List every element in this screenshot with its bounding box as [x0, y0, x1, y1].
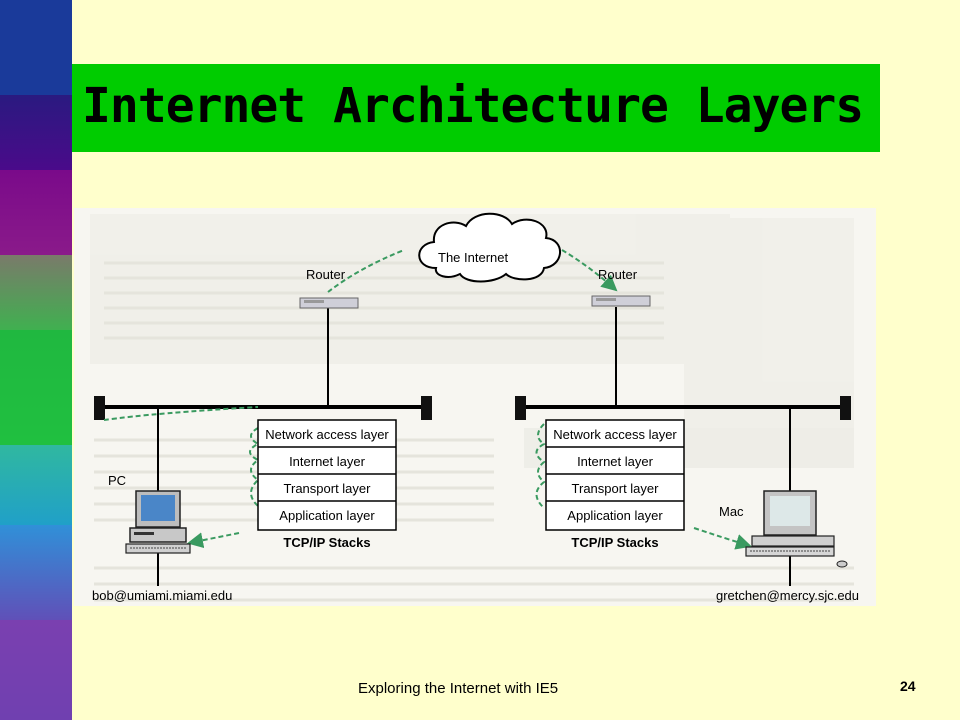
stack-left-layer-network-access: Network access layer [265, 427, 389, 442]
stack-left-layer-application: Application layer [279, 508, 375, 523]
stack-right-layer-transport: Transport layer [572, 481, 660, 496]
faded-page-background [90, 214, 854, 602]
diagram-svg: The Internet Router Router Network acces… [90, 212, 859, 603]
data-flow-arrows [103, 249, 752, 550]
slide-title: Internet Architecture Layers [82, 78, 864, 134]
stack-left-caption: TCP/IP Stacks [283, 535, 370, 550]
mac-label: Mac [719, 504, 744, 519]
title-bar [72, 64, 880, 152]
right-router-icon [591, 295, 651, 307]
left-email: bob@umiami.miami.edu [92, 588, 232, 603]
stack-right-layer-application: Application layer [567, 508, 663, 523]
left-router-icon [299, 297, 359, 309]
stack-right-layer-network-access: Network access layer [553, 427, 677, 442]
pc-computer-icon [125, 490, 191, 554]
left-color-strip [0, 0, 72, 720]
footer-text: Exploring the Internet with IE5 [358, 680, 559, 697]
page-number: 24 [900, 678, 916, 694]
stack-right-layer-internet: Internet layer [577, 454, 654, 469]
right-tcpip-stack [545, 419, 685, 531]
internet-cloud-icon [418, 212, 561, 283]
left-network-bus [94, 396, 432, 420]
pc-label: PC [108, 473, 126, 488]
stack-right-caption: TCP/IP Stacks [571, 535, 658, 550]
stack-left-layer-internet: Internet layer [289, 454, 366, 469]
stack-left-layer-transport: Transport layer [284, 481, 372, 496]
mac-computer-icon [745, 490, 848, 568]
cloud-label: The Internet [438, 250, 508, 265]
left-tcpip-stack [257, 419, 397, 531]
router-right-label: Router [598, 267, 638, 282]
architecture-diagram: The Internet Router Router Network acces… [74, 208, 876, 606]
router-left-label: Router [306, 267, 346, 282]
right-email: gretchen@mercy.sjc.edu [716, 588, 859, 603]
